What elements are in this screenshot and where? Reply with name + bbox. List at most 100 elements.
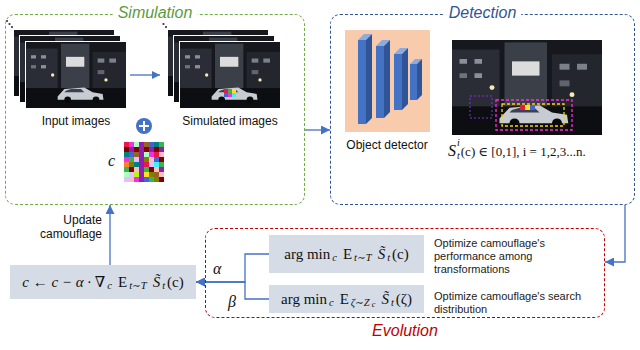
illustration-shape	[144, 172, 149, 177]
illustration-shape	[129, 142, 134, 147]
illustration-shape	[139, 167, 144, 172]
formula-box: arg mincEζ∼ZcS̃t(ζ)	[269, 285, 424, 313]
group-box: Simulation	[5, 14, 305, 205]
illustration-shape	[144, 142, 149, 147]
illustration-shape	[358, 40, 366, 124]
illustration-shape	[139, 177, 144, 182]
illustration-shape	[134, 147, 139, 152]
illustration-shape	[228, 93, 232, 97]
illustration-shape	[496, 100, 572, 130]
score-formula: i	[457, 137, 460, 149]
illustration-shape	[134, 157, 139, 162]
illustration-shape	[149, 177, 154, 182]
group-box: Evolutionarg mincEt∼TS̃t(c)arg mincEζ∼Zc…	[205, 228, 605, 318]
formula-term: (ζ)	[396, 291, 412, 308]
weight-label: α	[213, 259, 221, 278]
connector-arrow	[196, 254, 269, 282]
illustration-shape	[159, 142, 164, 147]
illustration-shape	[124, 157, 129, 162]
formula-term: arg min	[284, 246, 330, 263]
illustration-shape	[159, 172, 164, 177]
illustration-shape	[149, 157, 154, 162]
formula-term: c	[372, 300, 376, 309]
illustration-shape	[402, 48, 408, 110]
illustration-shape	[139, 172, 144, 177]
formula-term: E	[343, 246, 352, 263]
illustration-shape	[394, 54, 402, 110]
illustration-shape	[149, 147, 154, 152]
illustration-shape	[154, 147, 159, 152]
group-title: Evolution	[367, 322, 443, 340]
illustration-shape	[154, 157, 159, 162]
illustration-shape	[159, 157, 164, 162]
illustration-shape	[134, 172, 139, 177]
score-formula: S	[448, 141, 456, 160]
plus-symbol	[136, 118, 152, 134]
illustration-shape	[124, 167, 129, 172]
group-title: Detection	[444, 4, 522, 22]
weight-label: β	[228, 292, 236, 311]
illustration-shape	[124, 147, 129, 152]
illustration-shape	[180, 42, 280, 108]
illustration-shape	[154, 152, 159, 157]
illustration-shape	[129, 167, 134, 172]
formula-term: S̃	[381, 291, 389, 308]
illustration-shape	[139, 157, 144, 162]
formula-term: S̃	[378, 246, 386, 263]
illustration-shape	[129, 152, 134, 157]
illustration-shape	[134, 152, 139, 157]
group-box: Detection	[330, 14, 635, 205]
illustration-shape	[129, 172, 134, 177]
illustration-shape	[159, 162, 164, 167]
illustration-shape	[144, 177, 149, 182]
illustration-shape	[144, 147, 149, 152]
object-detector-icon	[345, 30, 430, 132]
illustration-shape	[232, 93, 236, 97]
illustration-shape	[129, 147, 134, 152]
illustration-shape	[124, 177, 129, 182]
illustration-shape	[162, 23, 164, 25]
update-box: c ← c − α · ∇cEt∼TS̃t(c)	[10, 265, 196, 299]
illustration-shape	[124, 152, 129, 157]
formula-term: t∼T	[129, 280, 147, 292]
illustration-shape	[452, 40, 602, 135]
formula-term: t	[391, 297, 394, 309]
camouflage-patch	[124, 142, 164, 182]
illustration-shape	[129, 177, 134, 182]
illustration-shape	[149, 162, 154, 167]
formula-term: (c)	[392, 246, 409, 263]
illustration-shape	[139, 152, 144, 157]
illustration-shape	[149, 152, 154, 157]
group-title: Simulation	[113, 4, 198, 22]
illustration-shape	[144, 167, 149, 172]
illustration-shape	[159, 152, 164, 157]
illustration-shape	[345, 30, 430, 132]
illustration-shape	[179, 41, 281, 109]
description: Optimize camouflage's search distributio…	[434, 290, 600, 316]
detection-image	[452, 40, 602, 135]
illustration-shape	[8, 23, 10, 25]
illustration-shape	[159, 167, 164, 172]
illustration-shape	[410, 64, 417, 100]
formula-term: t	[162, 280, 165, 292]
formula-term: arg min	[281, 291, 327, 308]
illustration-shape	[134, 167, 139, 172]
connector-arrow	[305, 129, 330, 130]
illustration-shape	[149, 172, 154, 177]
illustration-shape	[149, 167, 154, 172]
formula-box: arg mincEt∼TS̃t(c)	[269, 235, 424, 273]
simulated-image-stack	[160, 20, 281, 109]
illustration-shape	[134, 177, 139, 182]
illustration-shape	[139, 142, 144, 147]
illustration-shape	[165, 26, 167, 28]
score-formula: (c) ∈ [0,1], i = 1,2,3...n.	[461, 144, 586, 160]
connector-arrow	[109, 205, 110, 265]
illustration-shape	[139, 162, 144, 167]
formula-term: c ← c − α · ∇	[22, 274, 105, 291]
illustration-shape	[129, 157, 134, 162]
formula-term: E	[340, 291, 349, 308]
formula-term: t	[387, 252, 390, 264]
illustration-shape	[154, 162, 159, 167]
formula-term: (c)	[167, 274, 184, 291]
